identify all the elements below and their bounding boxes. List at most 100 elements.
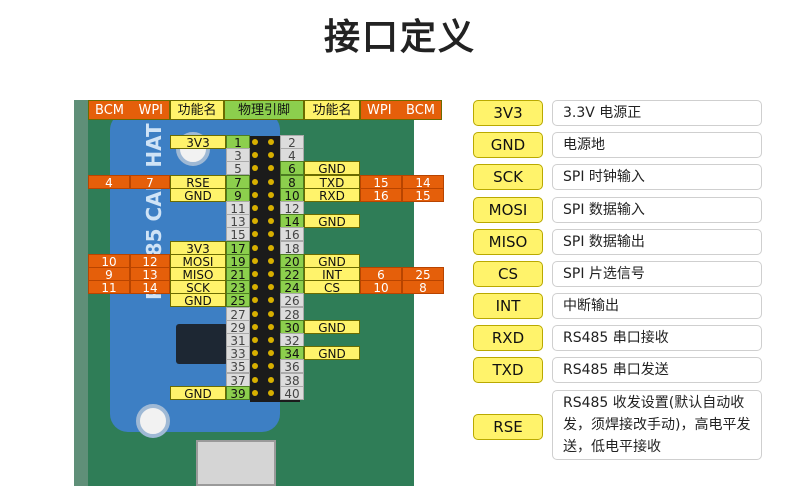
pin-dot (268, 231, 274, 237)
pin-func-label: RSE (170, 175, 226, 190)
pin-number: 10 (280, 188, 304, 203)
legend-abbr: RXD (473, 325, 543, 351)
transceiver-chip (176, 324, 228, 364)
pin-dot (252, 192, 258, 198)
pin-func-label: MISO (170, 267, 226, 282)
pin-func-label: TXD (304, 175, 360, 190)
legend-abbr: INT (473, 293, 543, 319)
pin-wpi: 14 (130, 280, 170, 295)
pin-number: 37 (226, 373, 250, 388)
pin-number: 27 (226, 307, 250, 322)
pin-dot (252, 231, 258, 237)
pin-bcm: 11 (88, 280, 130, 295)
pin-func-label: GND (304, 214, 360, 229)
pin-number: 16 (280, 227, 304, 242)
pin-dot (268, 218, 274, 224)
pin-number: 5 (226, 161, 250, 176)
header-left-bcm-wpi: BCM WPI (88, 100, 170, 120)
pin-dot (268, 377, 274, 383)
pin-number: 32 (280, 333, 304, 348)
legend-desc: RS485 串口发送 (552, 357, 762, 383)
pin-dot (268, 350, 274, 356)
pin-wpi: 6 (360, 267, 402, 282)
pin-number: 29 (226, 320, 250, 335)
pin-bcm: 4 (88, 175, 130, 190)
pin-dot (252, 311, 258, 317)
pin-dot (252, 271, 258, 277)
pin-dot (268, 192, 274, 198)
legend-abbr: MOSI (473, 197, 543, 223)
legend-desc: 中断输出 (552, 293, 762, 319)
legend-desc: SPI 时钟输入 (552, 164, 762, 190)
pin-number: 34 (280, 346, 304, 361)
header-physical: 物理引脚 (224, 100, 304, 120)
pin-dot (252, 218, 258, 224)
legend-abbr: TXD (473, 357, 543, 383)
pin-dot (268, 324, 274, 330)
pin-wpi: 7 (130, 175, 170, 190)
pin-number: 35 (226, 359, 250, 374)
pin-number: 38 (280, 373, 304, 388)
pin-bcm: 9 (88, 267, 130, 282)
pin-number: 7 (226, 175, 250, 190)
pin-dot (252, 337, 258, 343)
pin-number: 30 (280, 320, 304, 335)
pin-dot (252, 297, 258, 303)
header-left-bcm: BCM (95, 103, 124, 118)
pin-dot (252, 363, 258, 369)
pin-func-label: GND (304, 320, 360, 335)
pin-dot (252, 258, 258, 264)
pin-number: 14 (280, 214, 304, 229)
legend-abbr: SCK (473, 164, 543, 190)
pin-number: 6 (280, 161, 304, 176)
legend-desc: RS485 收发设置(默认自动收发，须焊接改手动)，高电平发送，低电平接收 (552, 390, 762, 460)
pin-dot (252, 245, 258, 251)
legend-abbr: MISO (473, 229, 543, 255)
pin-bcm: 14 (402, 175, 444, 190)
pin-bcm: 8 (402, 280, 444, 295)
pin-bcm: 25 (402, 267, 444, 282)
pin-func-label: RXD (304, 188, 360, 203)
pin-number: 21 (226, 267, 250, 282)
pin-number: 1 (226, 135, 250, 150)
header-right-func: 功能名 (304, 100, 360, 120)
usb-connector (196, 440, 276, 486)
pin-func-label: 3V3 (170, 135, 226, 150)
pin-number: 12 (280, 201, 304, 216)
pin-dot (252, 350, 258, 356)
legend-abbr: 3V3 (473, 100, 543, 126)
pin-dot (268, 390, 274, 396)
pin-number: 26 (280, 293, 304, 308)
pin-func-label: SCK (170, 280, 226, 295)
pin-func-label: GND (304, 346, 360, 361)
pin-func-label: GND (170, 386, 226, 401)
legend-abbr: GND (473, 132, 543, 158)
pin-dot (268, 297, 274, 303)
pin-number: 9 (226, 188, 250, 203)
pin-wpi: 10 (360, 280, 402, 295)
pin-dot (268, 139, 274, 145)
pin-dot (268, 311, 274, 317)
pin-number: 40 (280, 386, 304, 401)
pin-number: 17 (226, 241, 250, 256)
pin-dot (252, 390, 258, 396)
pin-dot (252, 179, 258, 185)
pin-bcm: 15 (402, 188, 444, 203)
pin-dot (252, 139, 258, 145)
pin-func-label: INT (304, 267, 360, 282)
pin-dot (268, 205, 274, 211)
pin-number: 11 (226, 201, 250, 216)
header-left-func: 功能名 (170, 100, 224, 120)
legend-desc: SPI 片选信号 (552, 261, 762, 287)
pin-wpi: 15 (360, 175, 402, 190)
page-title: 接口定义 (323, 17, 476, 58)
pin-dot (268, 337, 274, 343)
legend-abbr: RSE (473, 414, 543, 440)
pin-number: 33 (226, 346, 250, 361)
pin-number: 28 (280, 307, 304, 322)
pin-func-label: GND (170, 188, 226, 203)
pin-number: 39 (226, 386, 250, 401)
header-right-wpi-bcm: WPI BCM (360, 100, 442, 120)
pin-dot (268, 179, 274, 185)
pin-number: 2 (280, 135, 304, 150)
